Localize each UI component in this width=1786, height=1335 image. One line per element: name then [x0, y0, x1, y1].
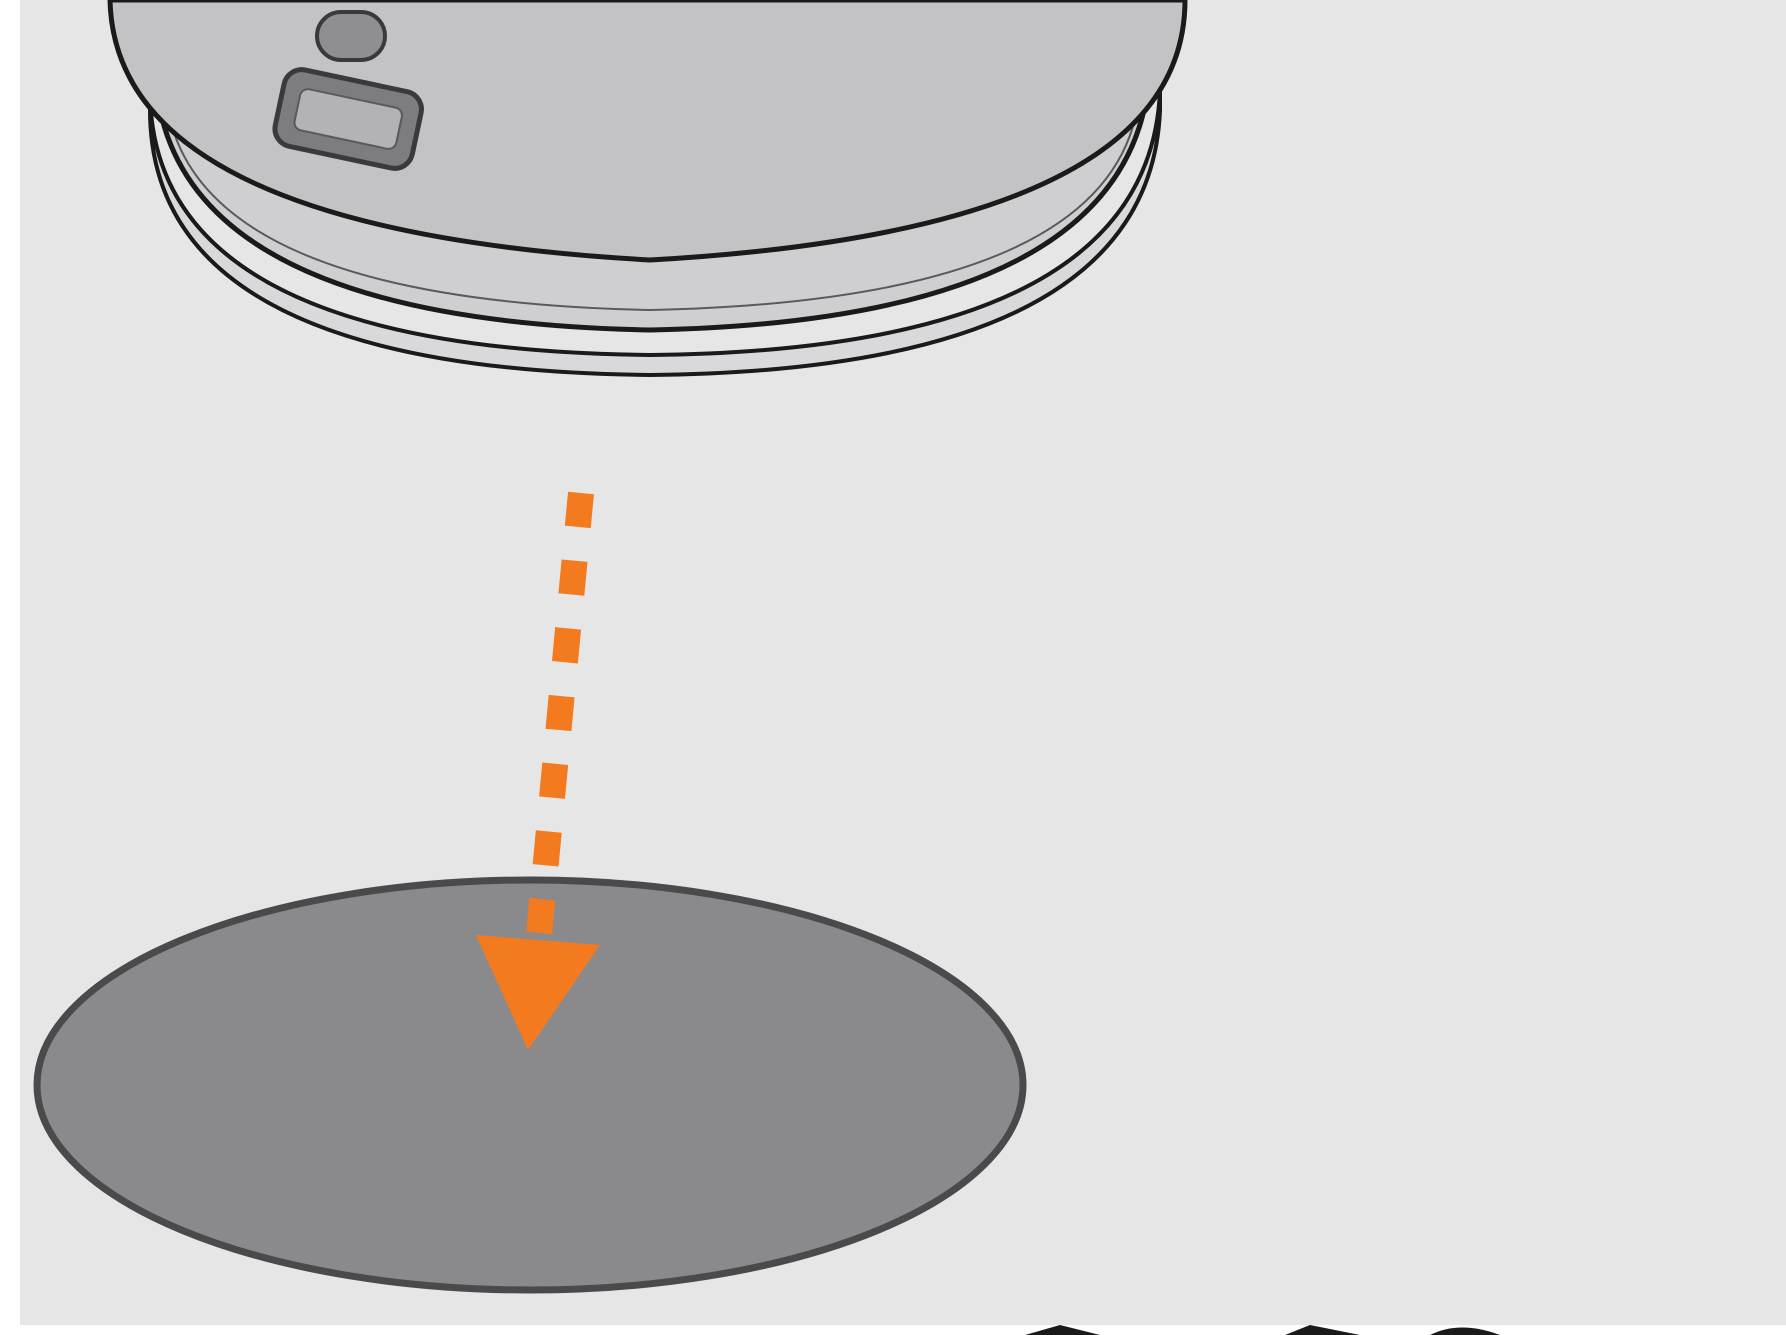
indicator-slot-icon: [315, 10, 387, 62]
placement-arrow-icon: [476, 491, 600, 1050]
device-base-ring: [148, 89, 1162, 378]
device-rim-line: [164, 79, 1141, 312]
partial-bottom-graphic: [1025, 1325, 1500, 1335]
usb-port-icon: [272, 67, 424, 171]
arrow-head: [476, 935, 600, 1050]
arrow-shaft: [525, 491, 594, 947]
device-puck: [107, 0, 1188, 378]
device-body: [107, 0, 1188, 263]
mount-pad: [33, 876, 1027, 1294]
